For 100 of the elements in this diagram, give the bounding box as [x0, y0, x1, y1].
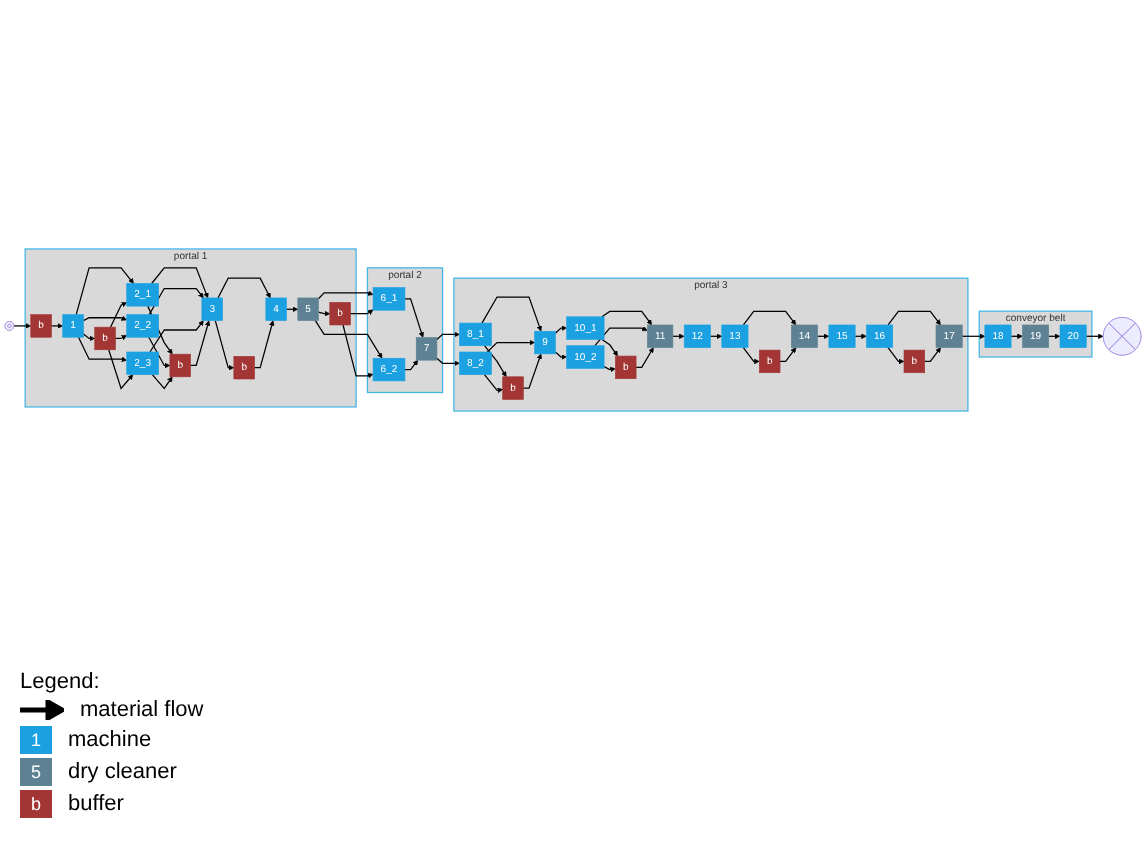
node-box [1022, 324, 1049, 348]
arrow [109, 302, 127, 328]
arrow [114, 334, 127, 341]
node-box [265, 297, 287, 321]
node-box [721, 324, 749, 348]
arrow [554, 325, 567, 334]
arrow [214, 319, 235, 371]
arrow [601, 338, 618, 357]
arrow [314, 319, 383, 359]
node-box [534, 330, 556, 355]
arrow [285, 306, 299, 313]
legend-swatch: 1 [20, 726, 52, 754]
arrow [253, 320, 275, 369]
node-box [615, 355, 637, 379]
node-box [502, 376, 524, 400]
arrow [887, 346, 905, 365]
node-box [30, 314, 52, 338]
arrow [82, 333, 95, 342]
arrow [148, 287, 204, 316]
arrow [779, 347, 797, 363]
legend-swatch: 5 [20, 758, 52, 786]
node-box [62, 314, 84, 338]
arrow [603, 366, 616, 373]
arrow [816, 333, 830, 340]
arrow [709, 333, 722, 340]
arrow [436, 357, 460, 367]
arrow [436, 331, 460, 341]
node-box [126, 314, 159, 338]
legend-text: machine [68, 728, 152, 752]
node-box [169, 353, 191, 378]
node-box [683, 324, 711, 348]
arrow [148, 336, 171, 369]
node-box [566, 316, 605, 340]
arrow [317, 290, 374, 300]
arrow [483, 373, 503, 393]
node-box [297, 297, 319, 321]
node-box [759, 349, 781, 374]
arrow [75, 267, 134, 316]
node-box [903, 349, 925, 374]
cluster [24, 248, 357, 408]
node-box [647, 324, 674, 348]
arrow [342, 324, 374, 379]
arrow [554, 351, 567, 360]
arrow [854, 333, 867, 340]
legend-text: dry cleaner [68, 760, 177, 784]
node-box [1059, 324, 1087, 348]
arrow [961, 333, 986, 340]
node-box [329, 302, 351, 326]
legend-swatch: b [20, 790, 52, 818]
arrow [149, 320, 204, 353]
arrow [486, 339, 535, 353]
node-box [233, 356, 255, 380]
node-box [372, 357, 406, 382]
arrow [217, 277, 271, 299]
node-box [459, 351, 492, 375]
arrow [1048, 333, 1061, 340]
arrow [742, 310, 797, 326]
arrow [317, 310, 331, 317]
arrow [924, 347, 941, 363]
arrow [147, 305, 173, 355]
arrow [483, 345, 507, 378]
arrow [50, 323, 63, 329]
node-box [828, 324, 856, 348]
node-box [201, 297, 223, 321]
arrow [635, 347, 654, 368]
node-box [415, 337, 438, 361]
arrow [82, 315, 127, 322]
legend-text: buffer [68, 792, 124, 816]
arrow [77, 336, 127, 363]
arrow [1010, 333, 1023, 340]
arrow [672, 333, 685, 340]
arrow [404, 298, 425, 338]
arrow [349, 309, 374, 315]
legend-text: material flow [80, 698, 204, 722]
legend-heading: Legend: [20, 670, 102, 694]
arrow [189, 320, 211, 367]
arrow [601, 310, 652, 326]
node-box [935, 324, 963, 348]
arrow [887, 310, 941, 326]
node-box [984, 324, 1012, 348]
node-box [126, 351, 159, 375]
node-box [566, 345, 605, 369]
node-box [126, 283, 159, 307]
arrow [742, 346, 760, 365]
arrow [151, 373, 173, 390]
arrow [1085, 333, 1104, 340]
cluster [453, 277, 969, 412]
node-box [94, 326, 116, 351]
arrow [13, 323, 32, 329]
node-box [866, 324, 894, 348]
arrow [594, 326, 648, 347]
arrow [522, 353, 542, 389]
arrow [404, 359, 419, 371]
node-box [459, 322, 492, 347]
cluster [366, 267, 444, 394]
node-box [791, 324, 818, 348]
arrow [108, 349, 134, 390]
arrow [481, 296, 542, 332]
arrow [151, 267, 209, 299]
node-box [372, 287, 406, 311]
